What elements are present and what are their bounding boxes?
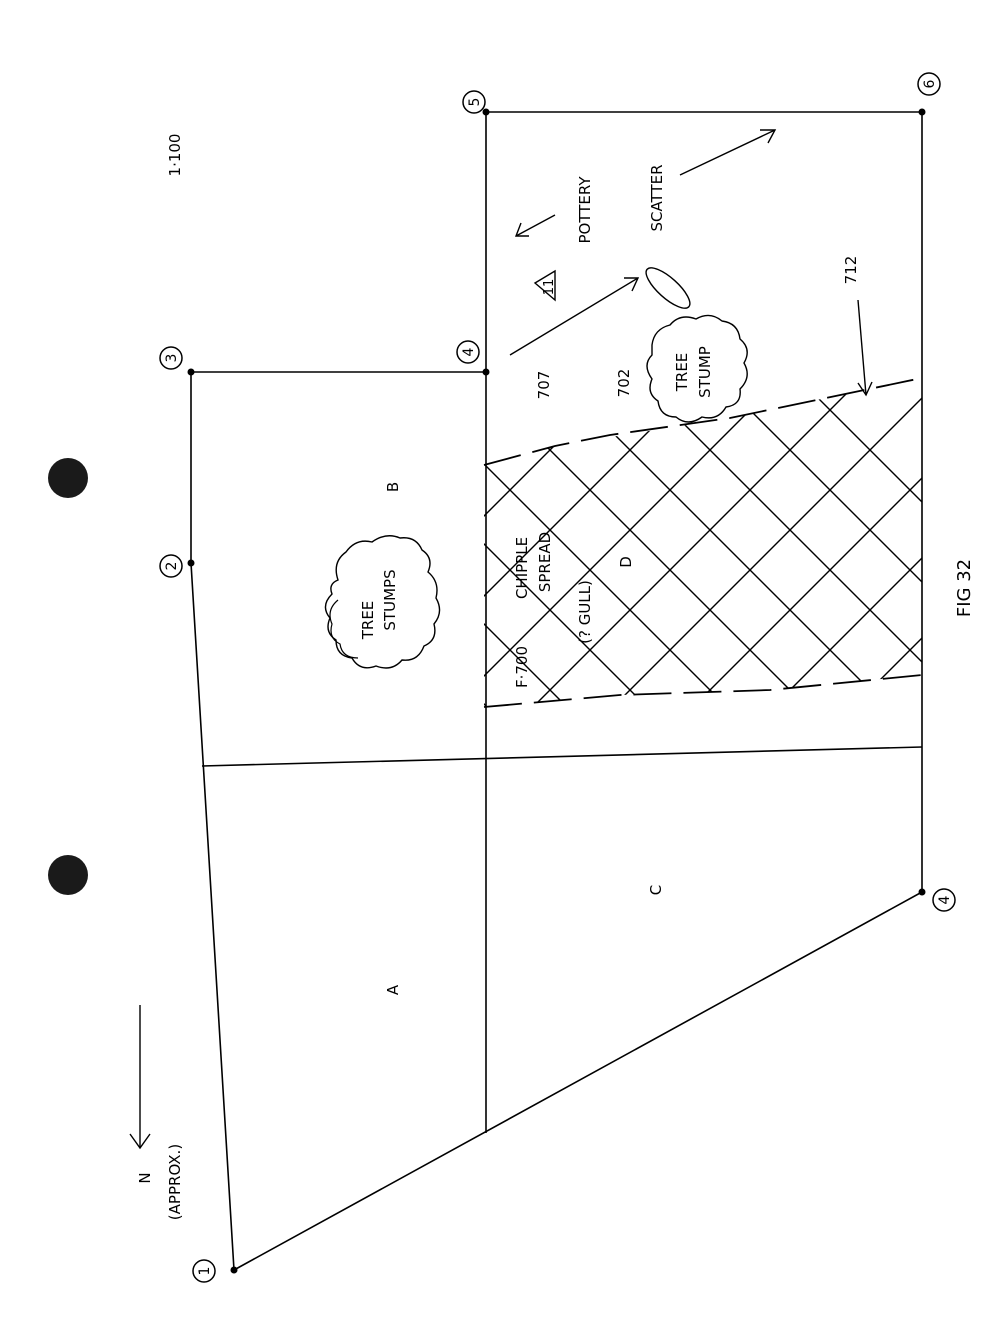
punch-hole-bottom — [48, 855, 88, 895]
chipple-boundary — [483, 377, 923, 708]
scatter-label: SCATTER — [648, 164, 666, 231]
chipple-label-2: SPREAD — [536, 532, 554, 592]
pottery-label: POTTERY — [576, 176, 594, 244]
tree-stumps-inner-outline — [329, 599, 359, 659]
station-4a-label: 4 — [461, 347, 477, 356]
tree-stump-label-2: STUMP — [696, 346, 714, 398]
chipple-label-3: (? GULL) — [576, 580, 594, 644]
station-6-label: 6 — [922, 79, 938, 88]
tree-stumps-label-1: TREE — [359, 601, 377, 641]
tree-stump-outline — [646, 314, 748, 423]
scatter-ellipse — [645, 267, 691, 309]
tree-stumps-outline — [324, 535, 441, 669]
chipple-label-1: CHIPPLE — [513, 537, 531, 599]
figure-caption: FIG 32 — [954, 559, 975, 617]
station-2-label: 2 — [164, 562, 180, 571]
punch-hole-top — [48, 458, 88, 498]
station-1-label: 1 — [197, 1267, 213, 1276]
context-702-label: 702 — [615, 369, 633, 398]
north-qualifier-label: (APPROX.) — [166, 1144, 184, 1220]
area-b-label: B — [384, 482, 402, 492]
chipple-hatching — [484, 378, 922, 707]
station-4b-label: 4 — [937, 895, 953, 904]
station-5-label: 5 — [467, 98, 483, 107]
north-label: N — [136, 1172, 154, 1183]
context-707-label: 707 — [535, 371, 553, 400]
station-dots — [187, 108, 926, 1274]
context-marker-label: 11 — [542, 279, 557, 296]
tree-stump-label-1: TREE — [673, 353, 691, 393]
station-markers — [159, 72, 956, 1283]
context-marker-triangle — [533, 269, 556, 302]
f700-label: F·700 — [513, 646, 531, 688]
area-c-label: C — [647, 885, 665, 895]
area-d-label: D — [617, 556, 635, 568]
survey-outline — [190, 111, 923, 1271]
context-712-label: 712 — [842, 256, 860, 285]
annotation-arrows — [129, 129, 873, 1150]
tree-stumps-label-2: STUMPS — [381, 569, 399, 630]
area-a-label: A — [384, 984, 402, 995]
scale-label: 1·100 — [166, 134, 184, 177]
station-3-label: 3 — [164, 354, 180, 363]
